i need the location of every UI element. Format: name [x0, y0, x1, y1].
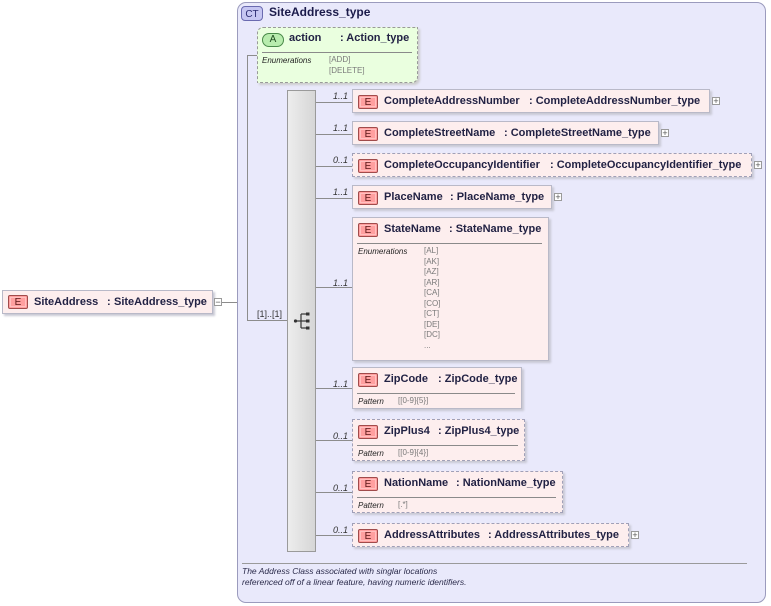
facet-values: [.*] — [398, 500, 408, 509]
element-completeoccupancyidentifier[interactable]: E CompleteOccupancyIdentifier : Complete… — [352, 153, 752, 177]
facet-label: Enumerations — [358, 247, 408, 256]
connector — [316, 102, 352, 103]
element-name: NationName — [384, 477, 449, 489]
connector — [316, 535, 352, 536]
element-badge: E — [358, 159, 378, 173]
attribute-facet-label: Enumerations — [262, 56, 312, 65]
element-name: StateName — [384, 223, 441, 235]
cardinality: 1..1 — [333, 123, 349, 133]
element-badge: E — [358, 223, 378, 237]
facet-values: [[0-9]{4}] — [398, 448, 429, 457]
cardinality: 1..1 — [333, 278, 349, 288]
element-name: AddressAttributes — [384, 529, 480, 541]
connector — [247, 320, 287, 321]
connector — [316, 134, 352, 135]
root-element-type-sep: : — [107, 296, 111, 308]
divider — [357, 497, 556, 498]
collapse-toggle-root[interactable]: − — [214, 297, 222, 307]
element-badge: E — [358, 95, 378, 109]
documentation-text: The Address Class associated with singla… — [242, 566, 467, 587]
element-badge: E — [358, 127, 378, 141]
connector — [247, 55, 257, 56]
divider — [357, 243, 542, 244]
element-completestreetname[interactable]: E CompleteStreetName : CompleteStreetNam… — [352, 121, 659, 145]
facet-values: [[0-9]{5}] — [398, 396, 429, 405]
element-type: : CompleteStreetName_type — [504, 127, 651, 139]
cardinality: 0..1 — [333, 483, 349, 493]
element-name: ZipCode — [384, 373, 428, 385]
element-zipplus4[interactable]: E ZipPlus4 : ZipPlus4_type Pattern [[0-9… — [352, 419, 525, 461]
element-badge: E — [358, 191, 378, 205]
connector — [316, 388, 352, 389]
element-name: PlaceName — [384, 191, 443, 203]
element-zipcode[interactable]: E ZipCode : ZipCode_type Pattern [[0-9]{… — [352, 367, 522, 409]
cardinality: 0..1 — [333, 155, 349, 165]
cardinality: 0..1 — [333, 431, 349, 441]
attribute-badge: A — [262, 33, 284, 47]
element-type: : ZipPlus4_type — [438, 425, 520, 437]
sequence-cardinality: [1]..[1] — [257, 309, 283, 319]
connector — [316, 492, 352, 493]
cardinality: 1..1 — [333, 379, 349, 389]
divider — [357, 393, 515, 394]
cardinality: 1..1 — [333, 91, 349, 101]
element-name: CompleteOccupancyIdentifier — [384, 159, 540, 171]
divider — [262, 52, 412, 53]
expand-toggle[interactable]: + — [661, 128, 669, 138]
element-completeaddressnumber[interactable]: E CompleteAddressNumber : CompleteAddres… — [352, 89, 710, 113]
connector — [316, 166, 352, 167]
element-type: : CompleteAddressNumber_type — [529, 95, 701, 107]
element-badge: E — [358, 529, 378, 543]
expand-toggle[interactable]: + — [754, 160, 762, 170]
element-nationname[interactable]: E NationName : NationName_type Pattern [… — [352, 471, 563, 513]
element-type: : StateName_type — [449, 223, 542, 235]
expand-toggle[interactable]: + — [712, 96, 720, 106]
element-name: CompleteStreetName — [384, 127, 496, 139]
root-element-type: SiteAddress_type — [114, 296, 207, 308]
element-badge: E — [358, 373, 378, 387]
cardinality: 0..1 — [333, 525, 349, 535]
connector — [247, 55, 248, 320]
element-name: CompleteAddressNumber — [384, 95, 520, 107]
element-type: : AddressAttributes_type — [488, 529, 620, 541]
element-addressattributes[interactable]: E AddressAttributes : AddressAttributes_… — [352, 523, 629, 547]
element-type: : CompleteOccupancyIdentifier_type — [550, 159, 742, 171]
element-badge: E — [358, 425, 378, 439]
connector — [316, 198, 352, 199]
facet-label: Pattern — [358, 501, 384, 510]
expand-toggle[interactable]: + — [631, 530, 639, 540]
divider — [357, 445, 518, 446]
attribute-action[interactable] — [257, 27, 418, 83]
complex-type-title: SiteAddress_type — [269, 5, 371, 19]
complex-type-badge: CT — [241, 6, 263, 21]
element-type: : ZipCode_type — [438, 373, 518, 385]
connector — [222, 302, 237, 303]
connector — [316, 440, 352, 441]
documentation-divider — [242, 563, 747, 564]
root-element-name: SiteAddress — [34, 296, 99, 308]
element-name: ZipPlus4 — [384, 425, 430, 437]
connector — [316, 287, 352, 288]
sequence-icon — [293, 312, 310, 330]
element-type: : NationName_type — [456, 477, 556, 489]
cardinality: 1..1 — [333, 187, 349, 197]
element-badge: E — [358, 477, 378, 491]
facet-label: Pattern — [358, 449, 384, 458]
attribute-facet-values: [ADD] [DELETE] — [329, 55, 365, 75]
element-placename[interactable]: E PlaceName : PlaceName_type — [352, 185, 552, 209]
element-type: : PlaceName_type — [450, 191, 545, 203]
root-element-siteaddress[interactable]: E SiteAddress : SiteAddress_type — [2, 290, 213, 314]
element-badge: E — [8, 295, 28, 309]
element-statename[interactable]: E StateName : StateName_type Enumeration… — [352, 217, 549, 361]
attribute-name: action — [289, 32, 322, 44]
attribute-type: : Action_type — [340, 32, 410, 44]
facet-label: Pattern — [358, 397, 384, 406]
facet-values: [AL] [AK] [AZ] [AR] [CA] [CO] [CT] [DE] … — [424, 246, 441, 350]
expand-toggle[interactable]: + — [554, 192, 562, 202]
